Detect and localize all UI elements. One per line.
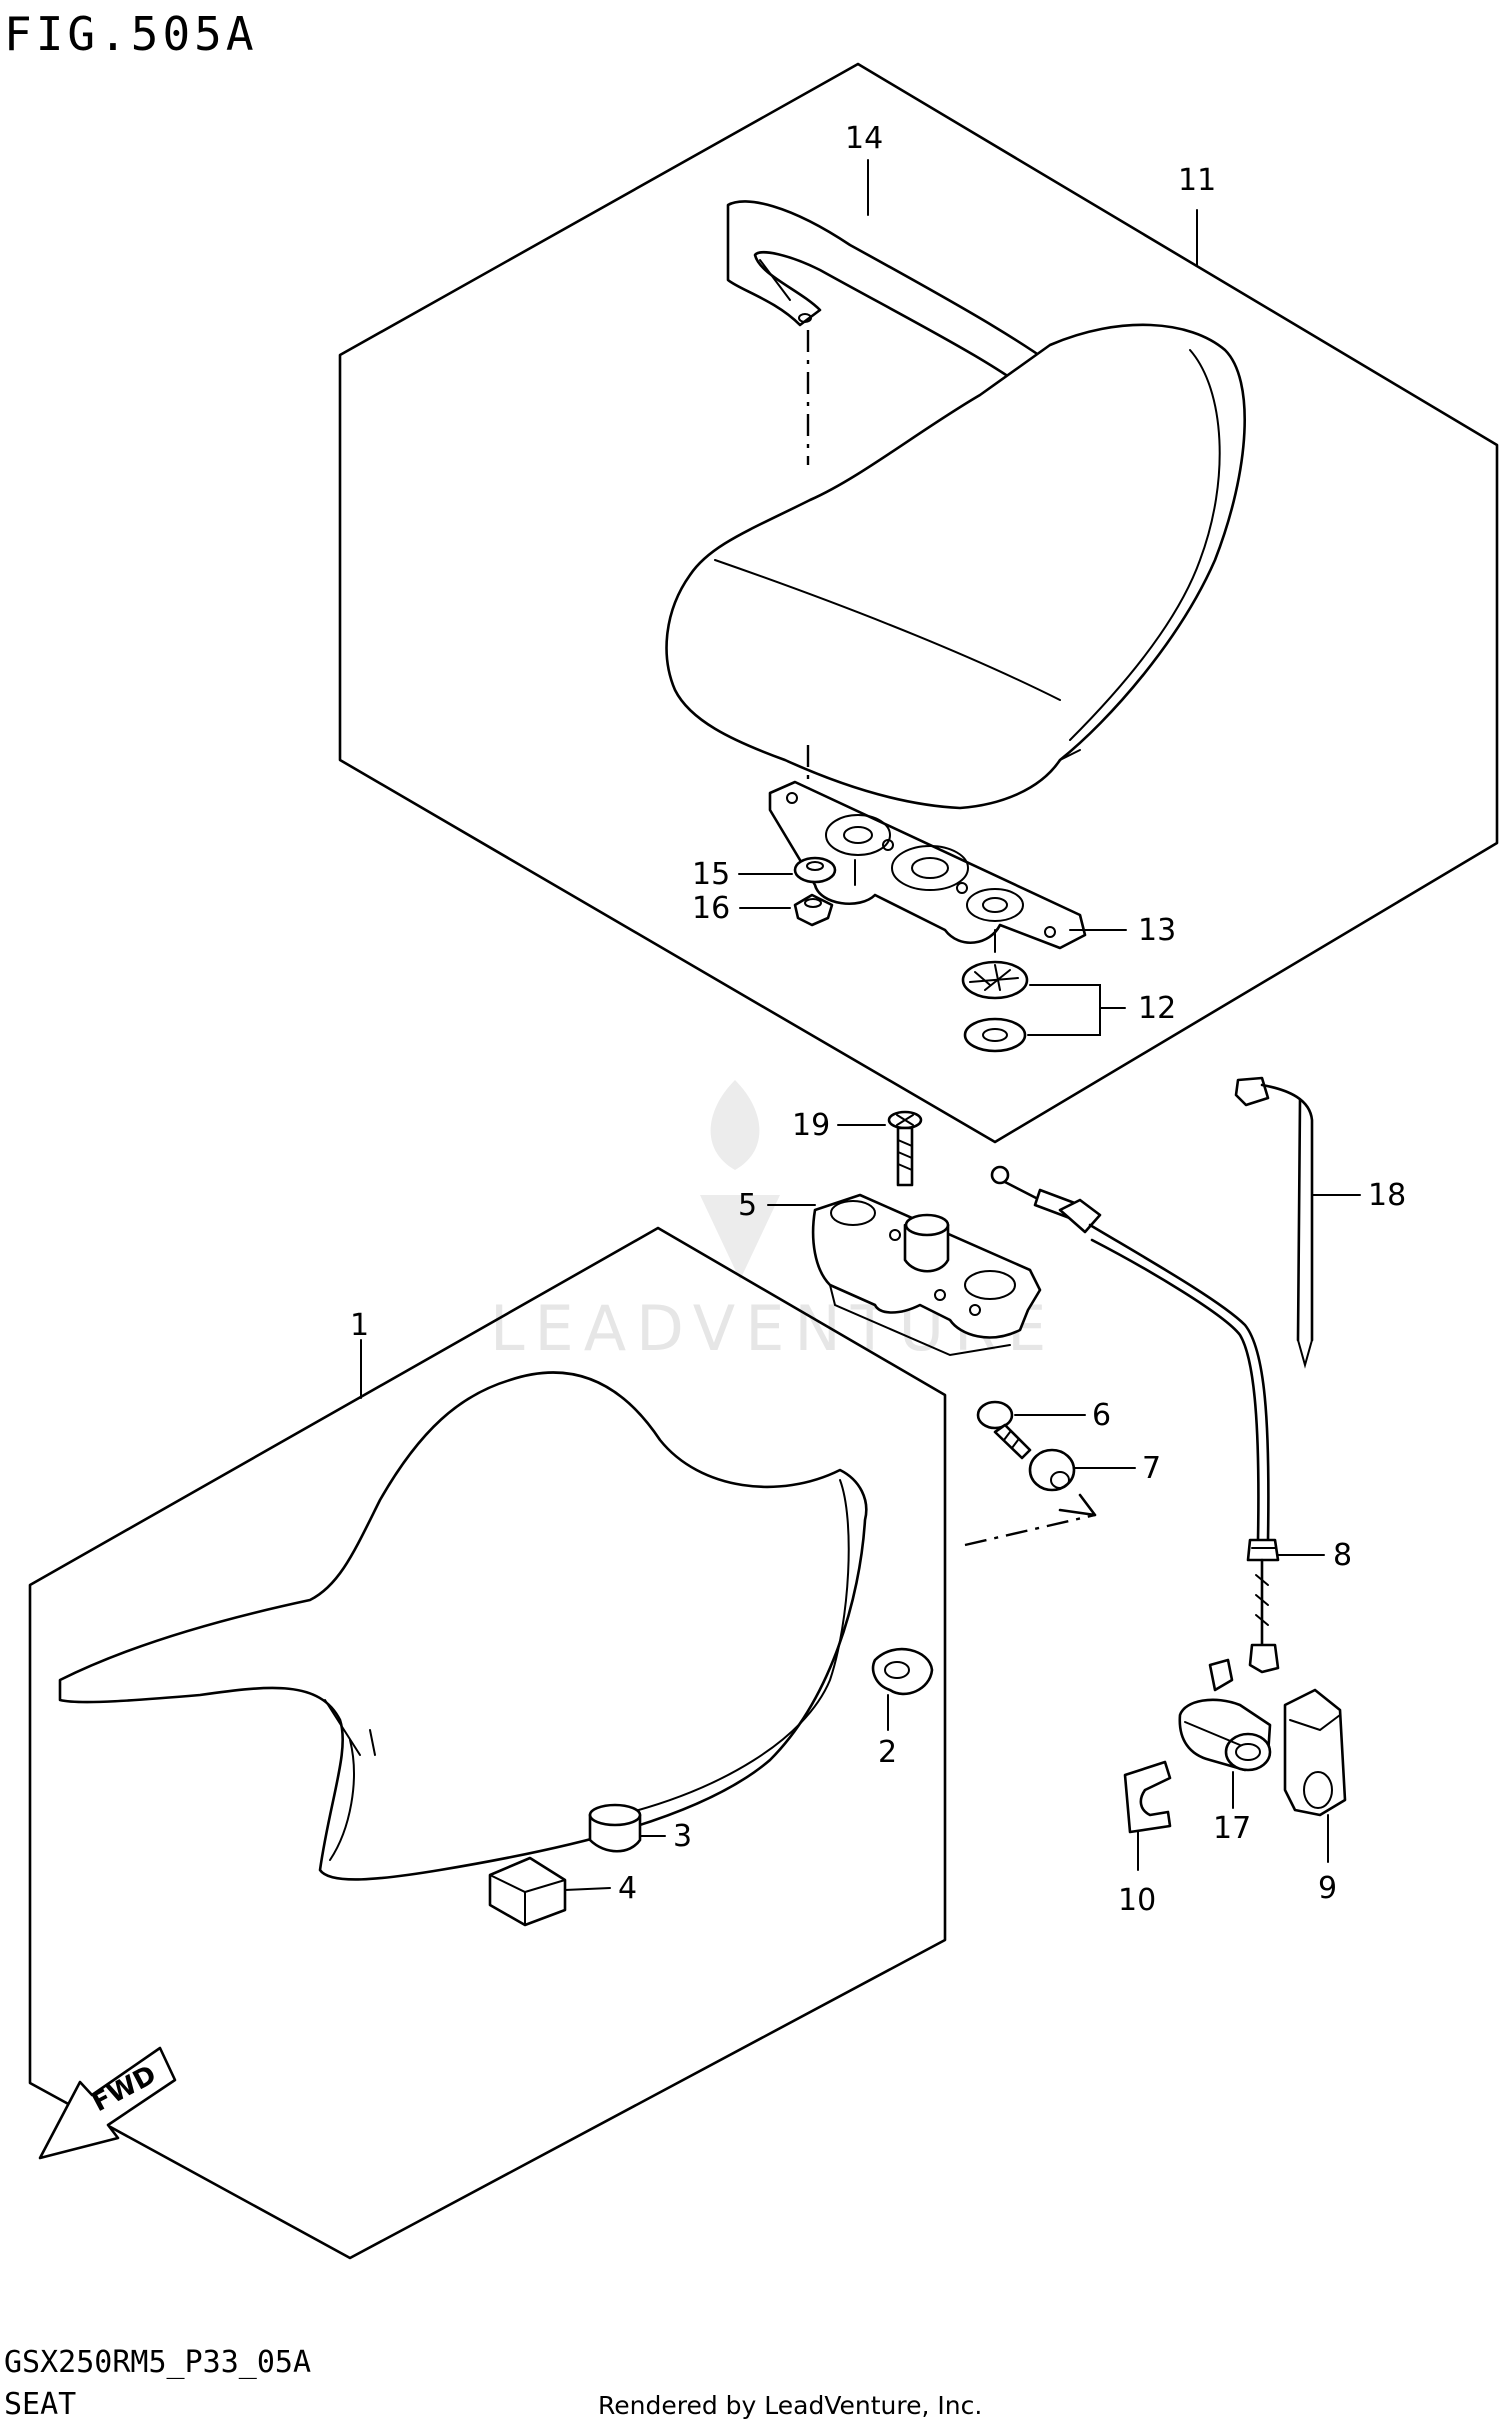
part-11-pillion-seat[interactable] (665, 323, 1246, 810)
callout-18: 18 (1368, 1178, 1406, 1213)
callout-17: 17 (1213, 1811, 1251, 1846)
part-12-stopper-set[interactable] (961, 960, 1029, 1053)
part-17-lock-cylinder[interactable] (1178, 1658, 1272, 1772)
leader-seat-to-bolts (964, 1513, 1096, 1547)
part-10-clip[interactable] (1123, 1760, 1172, 1834)
callout-7: 7 (1142, 1451, 1161, 1486)
part-4-tag[interactable] (488, 1856, 567, 1927)
callout-15: 15 (692, 857, 730, 892)
callout-leaders (360, 159, 1361, 1891)
part-7-washer[interactable] (1028, 1448, 1076, 1492)
part-2-bumper[interactable] (871, 1647, 934, 1696)
callout-19: 19 (792, 1108, 830, 1143)
part-16-bolt[interactable] (793, 893, 834, 927)
callout-12: 12 (1138, 991, 1176, 1026)
section-name: SEAT (4, 2387, 76, 2422)
callout-labels: 14 11 13 12 15 16 19 5 18 8 6 7 1 2 3 4 … (350, 121, 1406, 1918)
footer-credit: Rendered by LeadVenture, Inc. (598, 2391, 982, 2420)
callout-1: 1 (350, 1308, 369, 1343)
callout-14: 14 (845, 121, 883, 156)
callout-4: 4 (618, 1871, 637, 1906)
part-18-lead-wire[interactable] (1234, 1076, 1314, 1369)
callout-9: 9 (1318, 1871, 1337, 1906)
callout-10: 10 (1118, 1883, 1156, 1918)
part-6-bolt[interactable] (976, 1400, 1032, 1460)
lower-assembly-outline (28, 1226, 947, 2260)
part-19-screw[interactable] (887, 1110, 923, 1187)
part-1-rider-seat[interactable] (58, 1371, 868, 1881)
part-5-lock-bracket[interactable] (811, 1193, 1042, 1357)
callout-6: 6 (1092, 1398, 1111, 1433)
callout-8: 8 (1333, 1538, 1352, 1573)
callout-13: 13 (1138, 913, 1176, 948)
part-3-cushion[interactable] (588, 1803, 642, 1853)
part-13-seat-plate[interactable] (768, 780, 1087, 953)
upper-assembly-outline (338, 62, 1499, 1144)
callout-16: 16 (692, 891, 730, 926)
model-code: GSX250RM5_P33_05A (4, 2345, 311, 2380)
callout-3: 3 (673, 1819, 692, 1854)
part-9-lock-holder[interactable] (1283, 1688, 1347, 1817)
callout-11: 11 (1178, 163, 1216, 198)
fwd-direction-arrow: FWD (38, 2046, 177, 2160)
callout-2: 2 (878, 1735, 897, 1770)
figure-title: FIG.505A (4, 7, 258, 61)
callout-5: 5 (738, 1188, 757, 1223)
leader-bolts-v (1058, 1493, 1097, 1517)
part-15-cushion[interactable] (793, 856, 837, 884)
part-8-seat-lock-cable[interactable] (990, 1165, 1280, 1674)
